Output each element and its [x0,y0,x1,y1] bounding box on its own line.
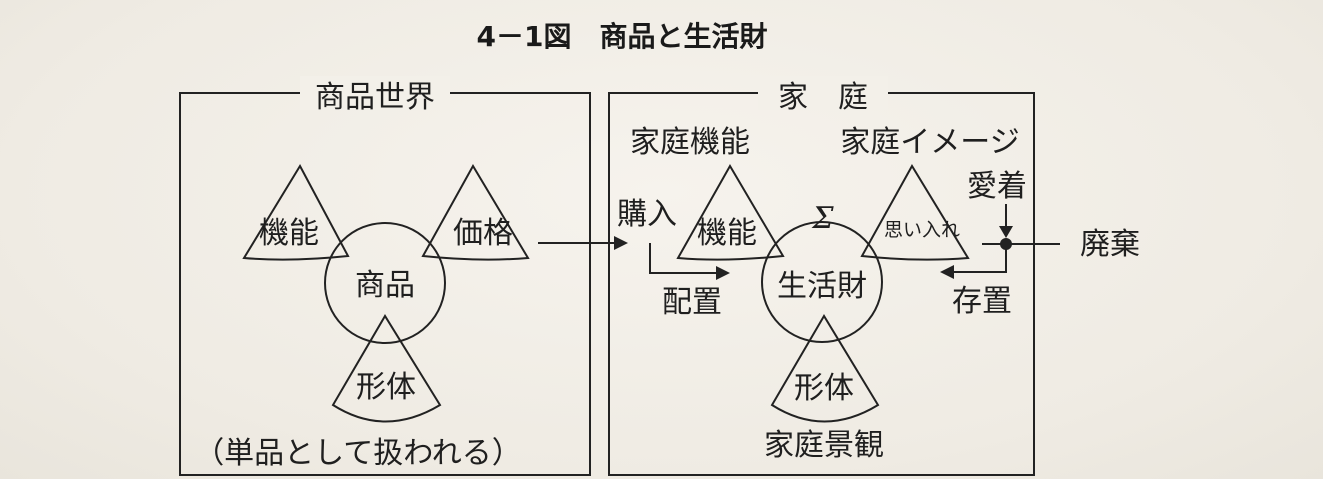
commodity-circle [324,222,446,344]
disposal-label: 廃棄 [1080,227,1140,262]
commodity-world-label: 商品世界 [315,80,435,115]
purchase-arrowhead [614,236,628,250]
placement-path [649,243,718,274]
function-sector-left [242,163,350,261]
placement-label: 配置 [662,285,722,320]
living-goods-circle [761,221,883,343]
single-item-note: （単品として扱われる） [194,436,522,471]
figure-title: 4－1図 商品と生活財 [477,20,768,53]
price-sector [421,163,530,261]
function-label-right: 機能 [697,216,757,251]
household-scenery-label: 家庭景観 [764,428,884,463]
household-function-label: 家庭機能 [630,125,750,160]
placement-arrowhead [716,266,730,280]
household-image-label: 家庭イメージ [840,125,1019,160]
price-label: 価格 [453,216,513,251]
function-label-left: 機能 [259,216,319,251]
form-sector-right [770,314,880,423]
sentiment-label: 思い入れ [884,219,960,241]
storage-path [952,244,1007,273]
form-sector-left [331,314,442,423]
sentiment-sector [860,164,970,261]
commodity-label: 商品 [355,268,415,303]
function-sector-right [676,163,785,261]
form-label-right: 形体 [794,371,854,406]
attachment-arrowhead [999,226,1013,238]
purchase-label: 購入 [617,197,677,232]
storage-arrowhead [940,265,954,279]
storage-label: 存置 [952,284,1012,319]
attachment-label: 愛着 [967,169,1027,204]
living-goods-label: 生活財 [777,269,867,304]
sigma-symbol: Σ [811,201,834,236]
household-label: 家 庭 [778,80,868,115]
form-label-left: 形体 [356,370,416,405]
